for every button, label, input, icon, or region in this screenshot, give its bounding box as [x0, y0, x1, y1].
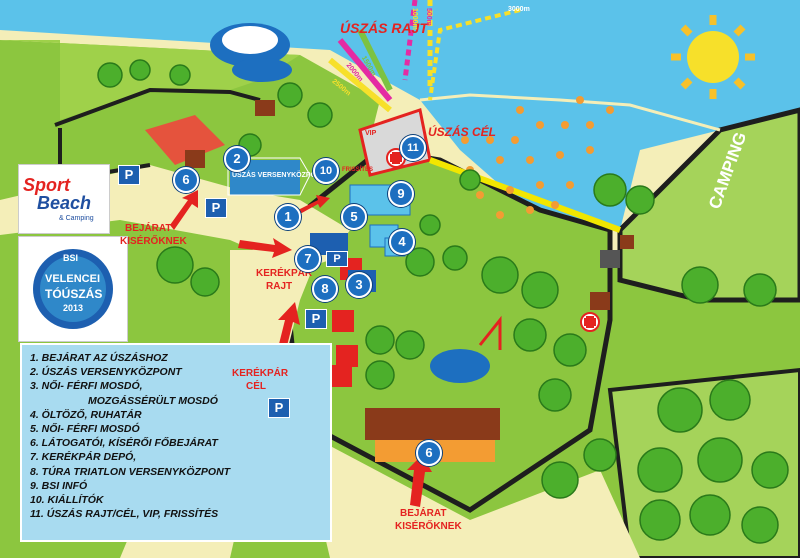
label-uszas-rajt: ÚSZÁS RAJT	[340, 20, 428, 36]
cabin-3	[336, 345, 358, 367]
shed	[600, 250, 620, 268]
legend-item: 2. ÚSZÁS VERSENYKÖZPONT	[30, 366, 182, 379]
legend-item: 6. LÁTOGATÓI, KÍSÉRŐI FŐBEJÁRAT	[30, 437, 218, 450]
label-kerekpar-cel: KERÉKPÁR	[232, 368, 289, 379]
label-bejarat-1: BEJÁRAT	[125, 223, 172, 234]
logo-camping-text: & Camping	[59, 215, 94, 222]
badge-6-top: 6	[173, 167, 199, 193]
label-uszas-cel: ÚSZÁS CÉL	[428, 125, 497, 139]
trees	[97, 59, 789, 544]
buoys	[461, 96, 614, 219]
arrow-1500	[357, 28, 393, 92]
slide	[478, 315, 502, 350]
first-aid-house	[590, 292, 610, 310]
label-3000m: 3000m	[508, 6, 530, 13]
label-rajt: RAJT	[266, 281, 293, 292]
logo-touszas-text: TÓÚSZÁS	[45, 287, 103, 301]
label-kiseroknek-2: KISÉRŐKNEK	[395, 521, 462, 532]
logo-velencei-text: VELENCEI	[45, 273, 101, 285]
badge-8: 8	[312, 276, 338, 302]
logo-bsi-text: BSI	[63, 253, 79, 263]
badge-6-bottom: 6	[416, 440, 442, 466]
label-versenykozpont: ÚSZÁS VERSENYKÖZPONT	[232, 172, 326, 179]
sun-rays	[671, 15, 755, 99]
badge-3: 3	[346, 272, 372, 298]
yellow-fence	[428, 157, 622, 233]
legend-item: MOZGÁSSÉRÜLT MOSDÓ	[88, 394, 218, 407]
badge-2: 2	[224, 146, 250, 172]
legend-item: 4. ÖLTÖZŐ, RUHATÁR	[30, 408, 142, 421]
parking-icon: P	[205, 198, 227, 218]
parking-icon: P	[268, 398, 290, 418]
logo-beach-text: Beach	[37, 193, 92, 213]
legend-item: 8. TÚRA TRIATLON VERSENYKÖZPONT	[30, 465, 231, 478]
cabin-2	[332, 310, 354, 332]
house-top	[255, 100, 275, 116]
badge-10: 10	[313, 158, 339, 184]
badge-11: 11	[400, 135, 426, 161]
label-kiseroknek-1: KISÉRŐKNEK	[120, 236, 187, 247]
sun-icon	[687, 31, 739, 83]
legend-item: 1. BEJÁRAT AZ ÚSZÁSHOZ	[30, 352, 168, 364]
legend-item: 7. KERÉKPÁR DEPÓ,	[30, 451, 137, 464]
bike-depot	[310, 233, 348, 255]
legend-item: 5. NŐI- FÉRFI MOSDÓ	[30, 423, 140, 436]
pond	[430, 349, 490, 383]
label-vip: VIP	[365, 130, 377, 137]
badge-9: 9	[388, 181, 414, 207]
legend-item: 9. BSI INFÓ	[30, 479, 88, 492]
label-bejarat-2: BEJÁRAT	[400, 508, 447, 519]
versenykozpont-building	[230, 160, 300, 195]
label-1000m: 1000m	[411, 8, 418, 30]
legend-box: 1. BEJÁRAT AZ ÚSZÁSHOZ 2. ÚSZÁS VERSENYK…	[20, 343, 332, 542]
arrow-3000	[428, 8, 521, 101]
parking-icon: P	[326, 251, 348, 267]
arrow-1000	[402, 0, 418, 81]
fence-top	[54, 87, 261, 127]
legend-item: 10. KIÁLLÍTÓK	[30, 494, 104, 507]
arrow-2500	[328, 57, 392, 113]
entry-arrow-2	[407, 455, 432, 507]
sport-beach-logo: Sport Beach & Camping	[18, 164, 110, 234]
entry-arrows	[170, 190, 432, 507]
label-frissites: FRISSÍTÉS	[342, 167, 374, 173]
parking-icon: P	[118, 165, 140, 185]
bsi-logo: BSI VELENCEI TÓÚSZÁS 2013	[18, 236, 128, 342]
logo-sport-text: Sport	[23, 175, 70, 195]
arrow-2000	[337, 38, 393, 102]
logo-year-text: 2013	[63, 303, 84, 313]
entry-arrow-1	[170, 190, 198, 230]
label-500m: 500m	[425, 8, 432, 26]
house-camping	[620, 235, 634, 249]
label-kerekpar-rajt: KERÉKPÁR	[256, 268, 313, 279]
legend-item: 11. ÚSZÁS RAJT/CÉL, VIP, FRISSÍTÉS	[30, 508, 219, 521]
badge-7: 7	[295, 246, 321, 272]
label-cel: CÉL	[246, 381, 266, 392]
badge-1: 1	[275, 204, 301, 230]
path-bottom	[300, 430, 640, 558]
cabin-4	[330, 365, 352, 387]
badge-4: 4	[389, 229, 415, 255]
long-building	[365, 408, 500, 440]
entry-arrow-kerekpar	[238, 238, 292, 258]
house-gate	[185, 150, 205, 168]
legend-item: 3. NŐI- FÉRFI MOSDÓ,	[30, 380, 143, 393]
badge-5: 5	[341, 204, 367, 230]
parking-icon: P	[305, 309, 327, 329]
